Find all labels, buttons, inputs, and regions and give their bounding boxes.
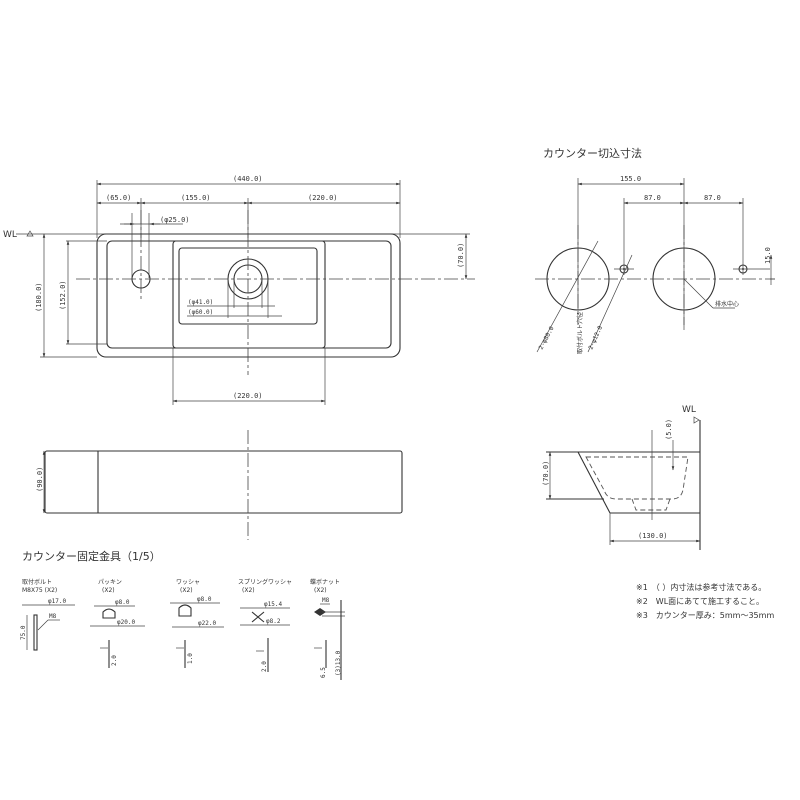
- dim-side-height: (70.0): [542, 461, 550, 486]
- hardware-item-bolt: 取付ボルト M8X75 (X2) φ17.0 75.0 M8: [20, 578, 75, 651]
- svg-text:M8X75 (X2): M8X75 (X2): [22, 587, 57, 594]
- svg-text:(X2): (X2): [102, 587, 115, 594]
- dim-cutout-span: 155.0: [620, 175, 641, 183]
- dim-drain-from-back: (70.0): [457, 243, 465, 268]
- svg-text:スプリングワッシャ: スプリングワッシャ: [238, 578, 292, 586]
- hardware-item-washer: ワッシャ (X2) φ8.0 φ22.0 1.0: [170, 579, 224, 668]
- svg-text:2.0: 2.0: [261, 661, 268, 672]
- svg-text:蝶ボナット: 蝶ボナット: [310, 578, 340, 586]
- svg-text:75.0: 75.0: [20, 625, 27, 640]
- dim-right-offset: (220.0): [308, 194, 338, 202]
- wl-label: WL: [3, 230, 17, 240]
- dim-bolt-offset: 15.0: [764, 247, 772, 264]
- dim-drain-inner: (φ41.0): [188, 299, 213, 306]
- hardware-item-nut: 蝶ボナット (X2) M8 6.5 (3)13.0: [310, 578, 345, 680]
- notes: ※1 （ ）内寸法は参考寸法である。 ※2 WL面にあてて施工すること。 ※3 …: [636, 582, 774, 620]
- svg-text:1.0: 1.0: [187, 653, 194, 664]
- svg-text:φ22.0: φ22.0: [198, 620, 216, 627]
- side-wl-label: WL: [682, 405, 696, 415]
- note-3: ※3 カウンター厚み：5mm〜35mm: [636, 611, 774, 620]
- drain-center-label: 排水中心: [715, 300, 739, 308]
- dim-overall-width: (440.0): [233, 175, 263, 183]
- note-2: ※2 WL面にあてて施工すること。: [636, 596, 764, 606]
- svg-text:パッキン: パッキン: [98, 579, 122, 586]
- dim-front-height: (90.0): [36, 467, 44, 492]
- svg-text:φ8.0: φ8.0: [197, 596, 212, 603]
- svg-text:ワッシャ: ワッシャ: [176, 579, 200, 586]
- dim-bowl-width: (220.0): [233, 392, 263, 400]
- hardware-item-spring-washer: スプリングワッシャ (X2) φ15.4 φ8.2 2.0: [238, 578, 292, 672]
- svg-text:φ8.2: φ8.2: [266, 618, 281, 625]
- svg-text:(X2): (X2): [180, 587, 193, 594]
- dim-inner-depth: (152.0): [59, 280, 67, 310]
- hardware-item-packing: パッキン (X2) φ8.0 φ20.0 2.0: [90, 579, 145, 668]
- svg-text:φ17.0: φ17.0: [48, 598, 66, 605]
- svg-text:(X2): (X2): [314, 587, 327, 594]
- dim-hole-dia: 2-φ80.0: [538, 325, 556, 351]
- dim-faucet-hole: (φ25.0): [160, 216, 190, 224]
- svg-text:(3)13.0: (3)13.0: [335, 650, 342, 676]
- dim-left-offset: (65.0): [106, 194, 131, 202]
- svg-text:6.5: 6.5: [320, 667, 327, 678]
- svg-text:φ20.0: φ20.0: [117, 619, 135, 626]
- bolt-hole-label: 取付ボルト穴径: [576, 312, 584, 354]
- svg-text:M8: M8: [322, 597, 330, 604]
- counter-cutout-title: カウンター切込寸法: [543, 146, 642, 160]
- svg-text:M8: M8: [49, 613, 57, 620]
- dim-cutout-right: 87.0: [704, 194, 721, 202]
- counter-cutout-view: カウンター切込寸法 155.0 87.0 87.0 15.0 2-φ80.0 取…: [535, 146, 775, 354]
- dim-side-depth: (130.0): [638, 532, 668, 540]
- dim-cutout-left: 87.0: [644, 194, 661, 202]
- svg-text:φ8.0: φ8.0: [115, 599, 130, 606]
- hardware-title: カウンター固定金具（1/5）: [22, 549, 161, 563]
- note-1: ※1 （ ）内寸法は参考寸法である。: [636, 582, 766, 592]
- side-view: WL (5.0) (70.0) (130.0): [542, 405, 701, 550]
- hardware-section: カウンター固定金具（1/5） 取付ボルト M8X75 (X2) φ17.0 75…: [20, 549, 345, 680]
- dim-center-offset: (155.0): [181, 194, 211, 202]
- dim-overall-depth: (180.0): [35, 282, 43, 312]
- svg-text:φ15.4: φ15.4: [264, 601, 282, 608]
- front-view: (90.0): [36, 430, 403, 540]
- svg-text:取付ボルト: 取付ボルト: [22, 578, 52, 586]
- dim-side-top-gap: (5.0): [665, 419, 673, 440]
- dim-bolt-hole-dia: 2-φ12.0: [587, 325, 604, 351]
- svg-text:2.0: 2.0: [111, 655, 118, 666]
- svg-text:(X2): (X2): [242, 587, 255, 594]
- dim-drain-outer: (φ60.0): [188, 309, 213, 316]
- top-view: (440.0) (65.0) (155.0) (220.0) (φ25.0) W…: [3, 175, 475, 405]
